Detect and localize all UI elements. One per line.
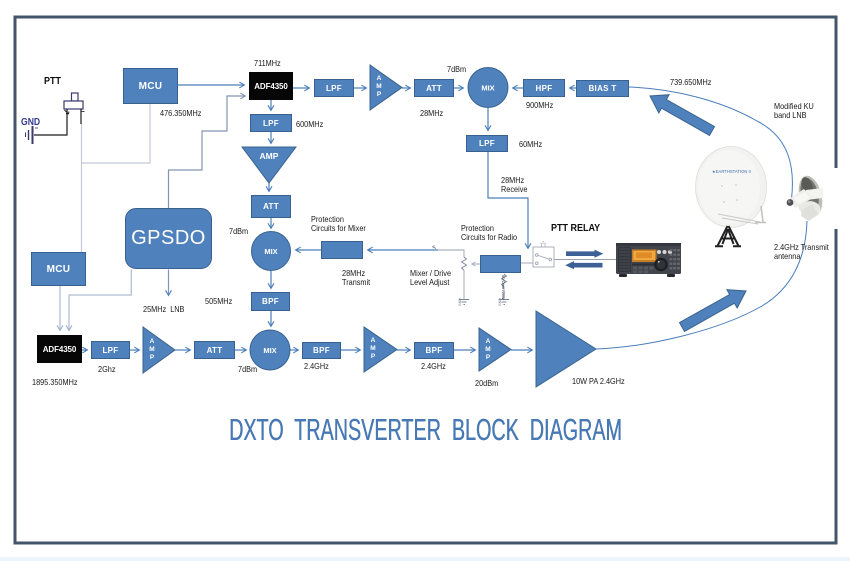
svg-text:M: M	[370, 345, 375, 352]
svg-text:MIX: MIX	[263, 346, 276, 355]
svg-text:AMP: AMP	[260, 151, 279, 161]
svg-text:A: A	[371, 337, 376, 344]
svg-text:M: M	[485, 346, 490, 353]
svg-text:P: P	[377, 91, 382, 98]
svg-text:MIX: MIX	[264, 247, 277, 256]
svg-text:★EARTHSTATION II: ★EARTHSTATION II	[712, 169, 751, 174]
svg-text:M: M	[376, 83, 381, 90]
svg-text:M: M	[149, 346, 154, 353]
svg-text:A: A	[377, 75, 382, 82]
svg-text:P: P	[150, 354, 155, 361]
svg-text:P: P	[371, 353, 376, 360]
svg-text:A: A	[486, 338, 491, 345]
svg-text:A: A	[150, 338, 155, 345]
svg-text:MIX: MIX	[481, 84, 494, 93]
svg-text:P: P	[486, 354, 491, 361]
